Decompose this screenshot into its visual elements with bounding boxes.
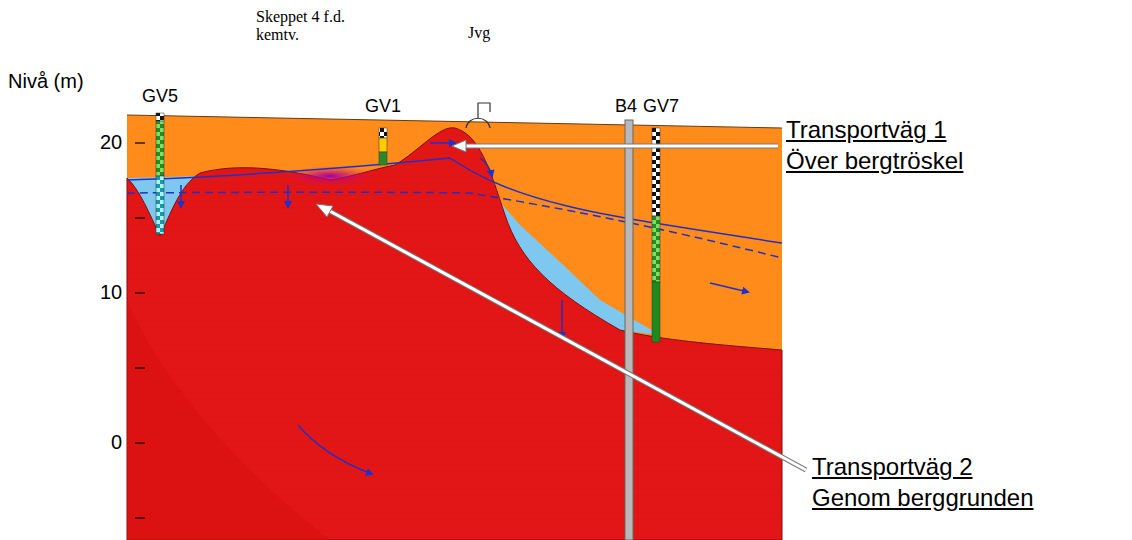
axis-value: 20	[100, 131, 122, 154]
axis-value: 10	[100, 281, 122, 304]
callout-title: Transportväg 1	[786, 116, 947, 144]
site-label: Skeppet 4 f.d. kemtv.	[256, 8, 351, 45]
railway-label: Jvg	[468, 24, 490, 42]
borehole-label: B4	[615, 96, 637, 117]
axis-value: 0	[111, 431, 122, 454]
callout-text: Över bergtröskel	[786, 147, 963, 175]
axis-title: Nivå (m)	[8, 70, 84, 93]
callout-title: Transportväg 2	[812, 453, 973, 481]
well-label: GV1	[365, 96, 401, 117]
well-label: GV7	[643, 96, 679, 117]
well-label: GV5	[142, 86, 178, 107]
callout-text: Genom berggrunden	[812, 484, 1033, 512]
